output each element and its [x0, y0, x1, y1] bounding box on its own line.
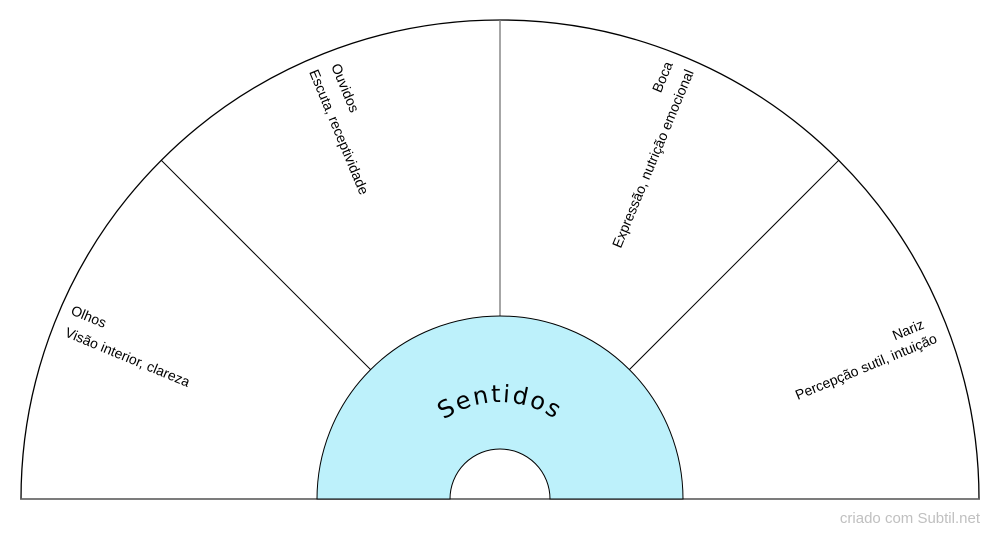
- center-hub: [316, 315, 684, 500]
- footer-credit: criado com Subtil.net: [839, 510, 980, 527]
- divider-135: [160, 159, 372, 371]
- divider-45: [628, 159, 840, 371]
